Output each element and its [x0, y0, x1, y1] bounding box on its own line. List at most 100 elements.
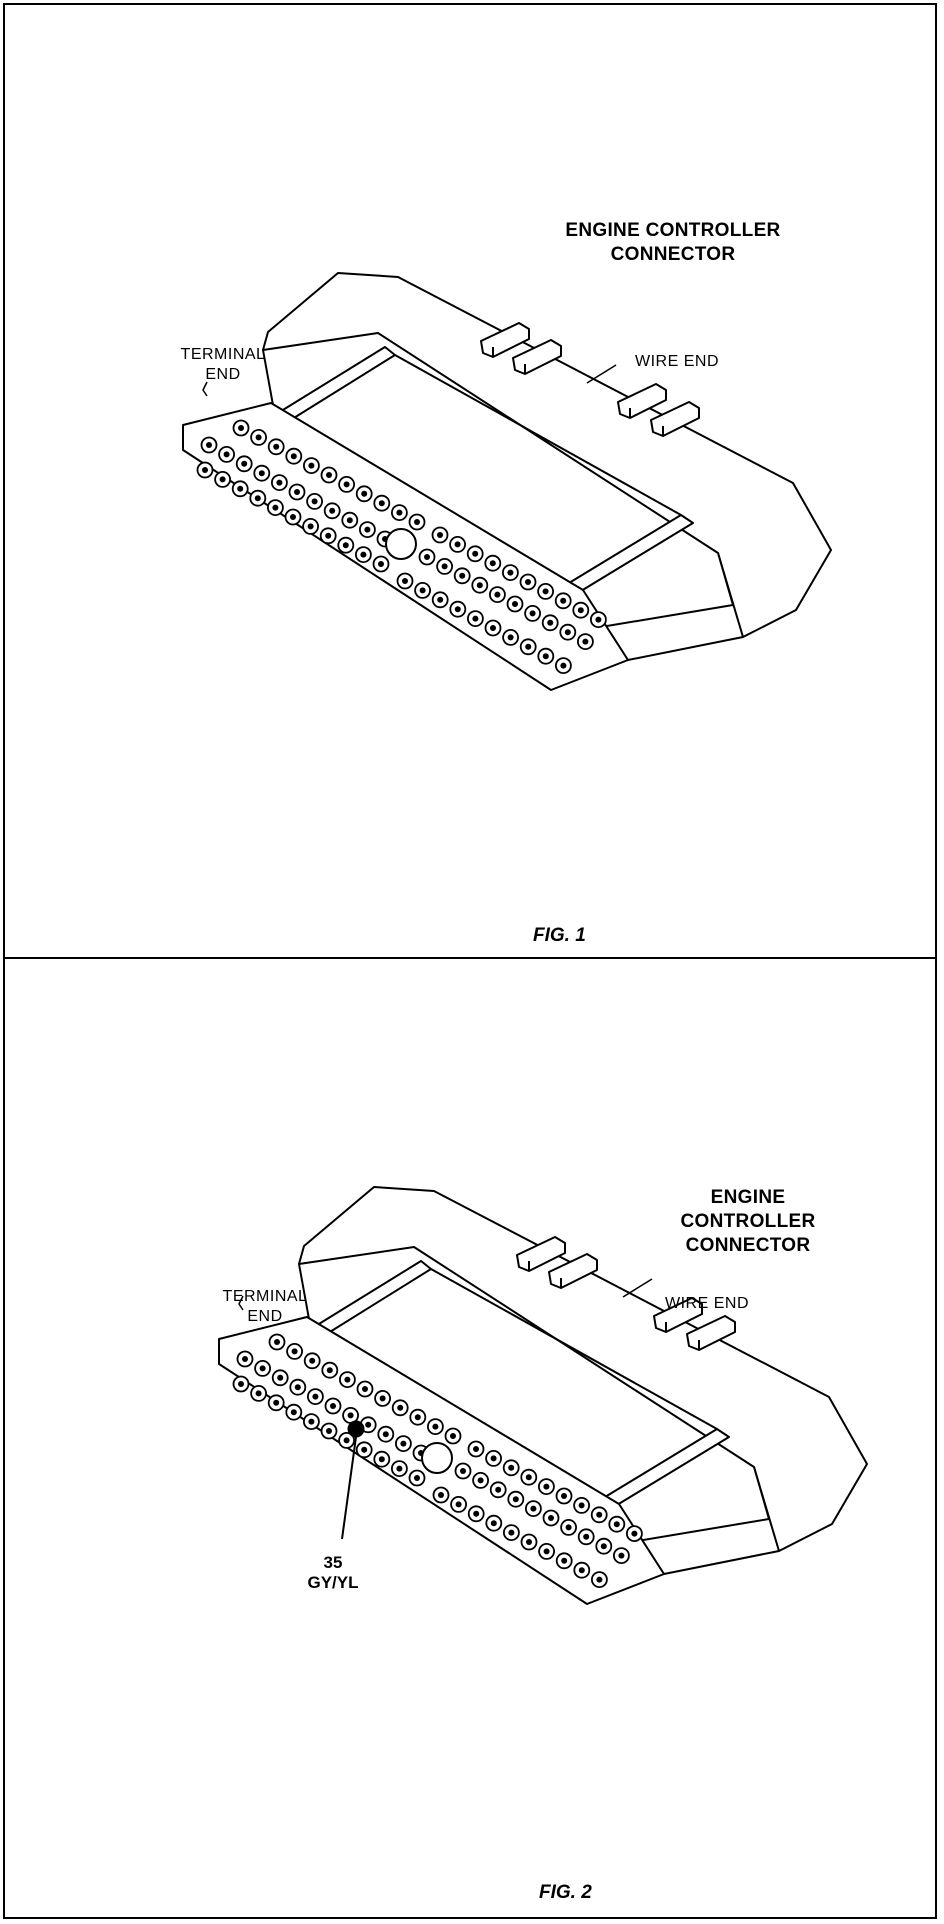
pin-cavity-mark	[294, 489, 300, 495]
figure-caption: FIG. 1	[533, 925, 586, 946]
pin-cavity-mark	[277, 1374, 284, 1381]
pin-cavity-mark	[476, 582, 483, 589]
pin-cavity-mark	[543, 1548, 550, 1555]
pin-cavity-mark	[618, 1552, 625, 1559]
pin-cavity-mark	[347, 1412, 354, 1419]
pin-cavity-mark	[291, 1348, 298, 1355]
pin-cavity-mark	[346, 517, 353, 524]
pin-cavity-mark	[529, 610, 536, 617]
pin-cavity-mark	[578, 1567, 585, 1574]
wire-end-leader	[586, 364, 617, 384]
pin-cavity-mark	[364, 526, 371, 533]
pin-cavity-mark	[565, 1524, 572, 1531]
pin-cavity-mark	[490, 625, 496, 631]
pin-cavity-mark	[460, 1468, 466, 1474]
pin-cavity-mark	[378, 1456, 385, 1463]
pin-cavity-mark	[206, 442, 212, 448]
wire-end-label: WIRE END	[665, 1295, 749, 1312]
pin-cavity-mark	[290, 453, 297, 460]
pin-cavity-mark	[454, 606, 461, 613]
pin-cavity-mark	[473, 1510, 480, 1517]
connector-title-line3: CONNECTOR	[685, 1235, 811, 1256]
connector-title-line2: CONNECTOR	[610, 244, 736, 265]
pin-cavity-mark	[437, 532, 443, 538]
pin-cavity-mark	[525, 1474, 532, 1481]
face-bottom-edge	[627, 636, 744, 661]
pin-cavity-mark	[414, 1414, 421, 1421]
pin-cavity-mark	[397, 1404, 404, 1411]
pin-cavity-mark	[378, 500, 385, 507]
pin-cavity-mark	[512, 1496, 519, 1503]
pin-cavity-mark	[326, 472, 332, 478]
pin-cavity-mark	[276, 479, 283, 486]
pin-cavity-mark	[342, 542, 349, 549]
pin-cavity-mark	[542, 588, 549, 595]
pin-cavity-mark	[432, 1423, 439, 1430]
pin-cavity-mark	[259, 1365, 266, 1372]
pin-cavity-mark	[365, 1421, 372, 1428]
pin-35-leader	[341, 1436, 357, 1540]
pin-cavity-mark	[343, 1437, 350, 1444]
pin-cavity-mark	[547, 619, 554, 626]
pin-cavity-mark	[490, 1520, 497, 1527]
pin-cavity-mark	[326, 1367, 333, 1374]
pin-cavity-mark	[508, 1464, 515, 1471]
face-bottom-edge	[663, 1550, 780, 1575]
pin-cavity-mark	[560, 597, 567, 604]
pin-cavity-mark	[560, 662, 567, 669]
pin-cavity-mark	[424, 554, 430, 560]
pin-cavity-mark	[438, 1492, 444, 1498]
wire-color: GY/YL	[307, 1573, 359, 1592]
pin-cavity-mark	[490, 1455, 497, 1462]
connector-title-line2: CONTROLLER	[680, 1211, 816, 1232]
pin-cavity-mark	[477, 1477, 484, 1484]
terminal-end-line1: TERMINAL	[222, 1288, 308, 1305]
pin-cavity-mark	[578, 1502, 585, 1509]
terminal-end-line2: END	[205, 366, 241, 383]
pin-cavity-mark	[542, 653, 549, 660]
pin-cavity-mark	[272, 504, 279, 511]
key-hole	[421, 1442, 453, 1474]
pin-cavity-mark	[561, 1493, 567, 1499]
top-edge-line	[430, 1268, 718, 1430]
pin-cavity-mark	[361, 490, 368, 497]
pin-cavity-mark	[525, 643, 532, 650]
connector-title-line1: ENGINE CONTROLLER	[565, 220, 781, 241]
pin-cavity-mark	[361, 1446, 368, 1453]
wire-end-leader	[622, 1278, 653, 1298]
connector-title-line1: ENGINE	[710, 1187, 786, 1208]
pin-cavity-mark	[512, 601, 518, 607]
pin-cavity-mark	[294, 1384, 301, 1391]
pin-cavity-mark	[508, 1529, 515, 1536]
pin-cavity-mark	[459, 572, 466, 579]
pin-cavity-mark	[325, 532, 332, 539]
pin-cavities	[196, 419, 607, 674]
pin-cavity-mark	[242, 1356, 248, 1362]
pin-cavity-mark	[525, 579, 531, 585]
pin-cavity-mark	[400, 1440, 407, 1447]
pin-cavity-mark	[631, 1530, 638, 1537]
pin-cavity-mark	[596, 1511, 603, 1518]
pin-cavity-mark	[378, 561, 384, 567]
pin-cavity-mark	[564, 629, 571, 636]
pin-cavity-mark	[258, 470, 265, 477]
wire-end-label: WIRE END	[635, 353, 719, 370]
pin-cavity-mark	[379, 1395, 386, 1402]
terminal-end-leader	[202, 381, 208, 397]
pin-cavity-mark	[273, 443, 280, 450]
pin-cavity-mark	[344, 1376, 351, 1383]
pin-cavity-mark	[326, 1428, 332, 1434]
pin-cavity-mark	[530, 1505, 537, 1512]
pin-cavity-mark	[507, 569, 514, 576]
pin-cavity-mark	[330, 1403, 336, 1409]
terminal-end-leader	[238, 1295, 244, 1311]
pin-cavity-mark	[329, 507, 336, 514]
terminal-end-label: TERMINAL END	[168, 345, 278, 385]
pin-cavity-mark	[290, 514, 296, 520]
figure-2-panel: ENGINE CONTROLLER CONNECTOR TERMINAL END…	[3, 959, 937, 1917]
pin-cavity-mark	[441, 563, 448, 570]
pin-cavity-mark	[362, 1386, 368, 1392]
pin-cavity-mark	[309, 1357, 316, 1364]
pin-cavity-mark	[414, 519, 420, 525]
pin-cavity-mark	[419, 587, 426, 594]
